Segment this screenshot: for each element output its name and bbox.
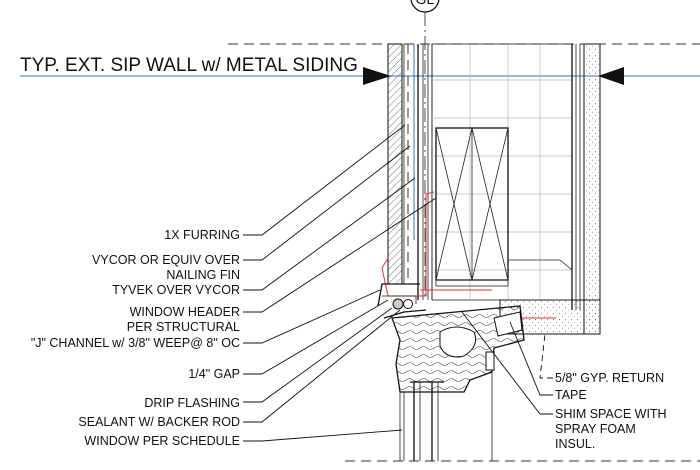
grid-bubble-label: GL <box>416 0 435 7</box>
left-leader-lines <box>243 124 437 442</box>
label-gap: 1/4" GAP <box>188 367 240 381</box>
label-per-structural: PER STRUCTURAL <box>127 320 240 334</box>
wall-type-title: TYP. EXT. SIP WALL w/ METAL SIDING <box>20 55 358 76</box>
interior-wall-layers <box>571 43 601 335</box>
label-shim-space: SHIM SPACE WITH <box>555 407 667 421</box>
label-j-channel: "J" CHANNEL w/ 3/8" WEEP@ 8" OC <box>31 336 240 350</box>
label-drip-flashing: DRIP FLASHING <box>144 396 240 410</box>
window-frame-profile <box>391 305 525 461</box>
right-leader-lines <box>461 311 553 415</box>
cut-lines <box>228 43 700 462</box>
label-insul: INSUL. <box>555 437 595 451</box>
label-vycor: VYCOR OR EQUIV OVER <box>92 253 240 267</box>
j-channel-and-drip <box>377 283 427 319</box>
sip-insulation-core <box>431 43 573 301</box>
label-spray-foam: SPRAY FOAM <box>555 422 636 436</box>
left-callouts: 1X FURRING VYCOR OR EQUIV OVER NAILING F… <box>31 228 240 448</box>
window-glazing <box>410 372 493 461</box>
window-header-member <box>435 127 573 301</box>
label-furring: 1X FURRING <box>164 228 240 242</box>
exterior-furring-siding <box>387 43 409 285</box>
label-tape: TAPE <box>555 388 587 402</box>
label-sealant: SEALANT W/ BACKER ROD <box>78 415 240 429</box>
grid-line-marker: GL <box>410 0 440 300</box>
label-gyp-return: 5/8" GYP. RETURN <box>555 371 664 385</box>
right-callouts: 5/8" GYP. RETURN TAPE SHIM SPACE WITH SP… <box>555 371 667 451</box>
label-window-header: WINDOW HEADER <box>130 305 240 319</box>
label-window-schedule: WINDOW PER SCHEDULE <box>84 434 240 448</box>
wall-sheathing-layers <box>413 44 433 300</box>
label-nailing-fin: NAILING FIN <box>166 268 240 282</box>
label-tyvek: TYVEK OVER VYCOR <box>112 283 240 297</box>
